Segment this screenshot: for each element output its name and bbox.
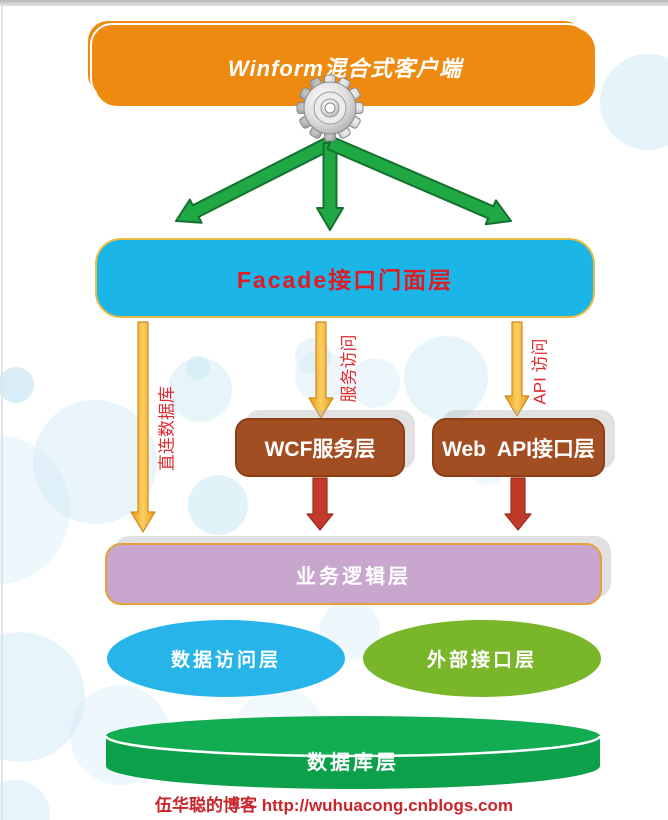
facade-layer-label: Facade接口门面层 [236,267,454,293]
arrow-client-to-facade-right [326,136,512,226]
service-access-arrow-label: 服务访问 [339,334,359,403]
background-bubble [600,54,668,150]
red-arrows [306,477,532,531]
client-box: Winform混合式客户端 [95,28,595,106]
arrow-client-to-facade-left [175,136,334,224]
blog-credit-text: 伍华聪的博客 http://wuhuacong.cnblogs.com [155,796,513,815]
background-bubble [0,367,34,403]
wcf-service-layer-label: WCF服务层 [264,437,376,461]
window-left-edge [1,6,3,820]
client-box-label: Winform混合式客户端 [227,56,462,81]
data-access-layer-ellipse: 数据访问层 [107,620,345,697]
background-bubble [186,356,210,380]
business-logic-layer-box: 业务逻辑层 [105,543,602,605]
background-bubble [188,475,248,535]
data-access-layer-label: 数据访问层 [170,650,281,671]
wcf-service-layer-box: WCF服务层 [235,418,405,477]
direct-db-arrow-label: 直连数据库 [157,386,177,471]
gear-icon [292,70,368,146]
api-access-arrow-label: API 访问 [530,338,550,405]
arrow-wcf-to-business [306,477,334,531]
webapi-layer-label: Web API接口层 [442,437,595,461]
external-interface-layer-ellipse: 外部接口层 [363,620,601,697]
facade-layer-box: Facade接口门面层 [95,238,595,318]
background-bubble [404,336,488,420]
green-fan-arrows [175,136,512,231]
background-bubble [350,358,400,408]
business-logic-layer-label: 业务逻辑层 [296,565,411,588]
database-layer-label: 数据库层 [307,752,399,774]
window-top-edge [0,0,668,6]
arrow-webapi-to-business [504,477,532,531]
external-interface-layer-label: 外部接口层 [426,650,537,671]
webapi-layer-box: Web API接口层 [432,418,605,477]
arrow-client-to-facade-mid [316,142,344,231]
